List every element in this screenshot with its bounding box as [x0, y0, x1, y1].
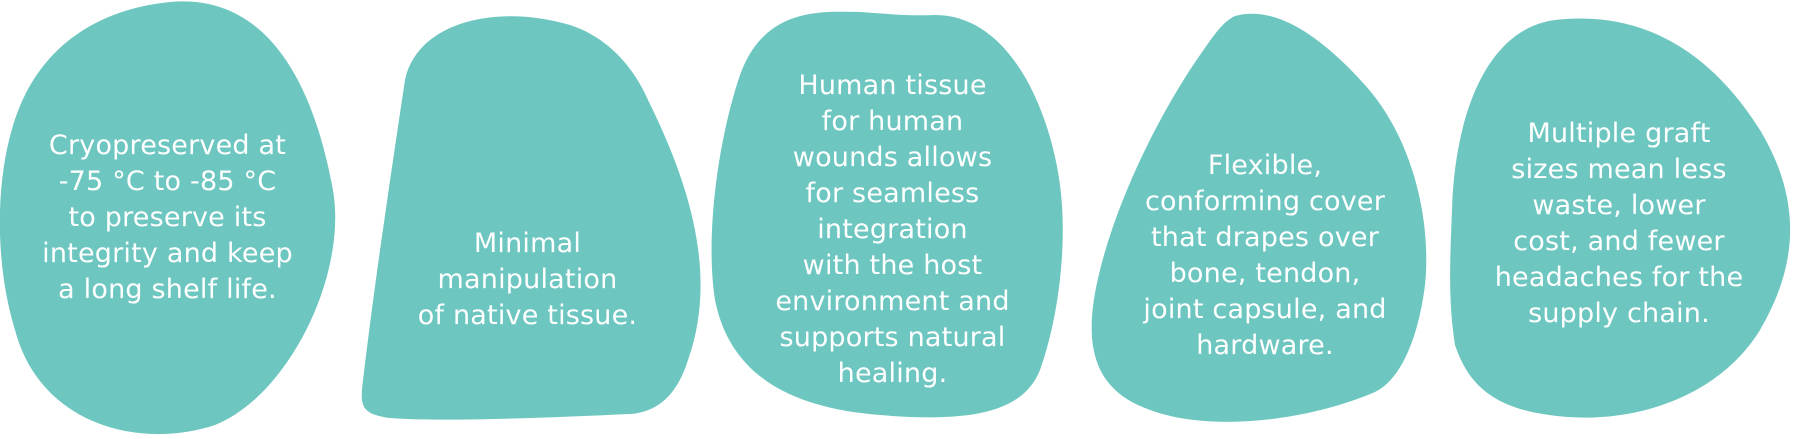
blob-5-line-4: cost, and fewer	[1513, 226, 1725, 257]
blob-2-line-2: manipulation	[437, 264, 618, 295]
blob-1-line-1: Cryopreserved at	[48, 130, 287, 161]
blob-5-shape	[1450, 18, 1791, 418]
blob-5-line-1: Multiple graft	[1527, 118, 1711, 149]
blob-1-line-2: -75 °C to -85 °C	[58, 166, 277, 197]
blob-3-line-4: for seamless	[805, 178, 980, 209]
blob-5-line-5: headaches for the	[1494, 262, 1744, 293]
blob-3-line-5: integration	[817, 214, 968, 245]
blob-3-shape	[711, 11, 1063, 418]
blob-3-line-9: healing.	[837, 358, 948, 389]
blob-4-text: Flexible, conforming cover that drapes o…	[1115, 148, 1415, 364]
blob-3-line-6: with the host	[802, 250, 983, 281]
blob-4-line-3: that drapes over	[1150, 222, 1379, 253]
blob-3-line-7: environment and	[775, 286, 1010, 317]
blob-5-line-2: sizes mean less	[1511, 154, 1727, 185]
blob-4-line-2: conforming cover	[1144, 186, 1386, 217]
blob-1-line-4: integrity and keep	[42, 238, 293, 269]
blob-5-line-3: waste, lower	[1532, 190, 1706, 221]
blob-1-line-3: to preserve its	[68, 202, 267, 233]
blob-1-shape	[0, 1, 336, 435]
blob-4-line-4: bone, tendon,	[1169, 258, 1361, 289]
blob-3-text: Human tissue for human wounds allows for…	[745, 68, 1040, 392]
blob-4-line-1: Flexible,	[1207, 150, 1323, 181]
blob-1-line-5: a long shelf life.	[58, 274, 277, 305]
blob-2-shape	[361, 16, 701, 420]
blob-3-line-1: Human tissue	[798, 70, 987, 101]
blob-2-line-3: of native tissue.	[417, 300, 638, 331]
blob-3-line-8: supports natural	[779, 322, 1006, 353]
blob-2-text: Minimal manipulation of native tissue.	[395, 226, 660, 334]
blob-2-line-1: Minimal	[473, 228, 582, 259]
blob-1-text: Cryopreserved at -75 °C to -85 °C to pre…	[15, 128, 320, 308]
blob-4-line-5: joint capsule, and	[1143, 294, 1387, 325]
blob-5-line-6: supply chain.	[1528, 298, 1710, 329]
blob-4-shape	[1091, 13, 1427, 422]
blob-4-line-6: hardware.	[1196, 330, 1334, 361]
blob-5-text: Multiple graft sizes mean less waste, lo…	[1470, 116, 1768, 332]
blob-3-line-2: for human	[821, 106, 964, 137]
blob-3-line-3: wounds allows	[792, 142, 993, 173]
